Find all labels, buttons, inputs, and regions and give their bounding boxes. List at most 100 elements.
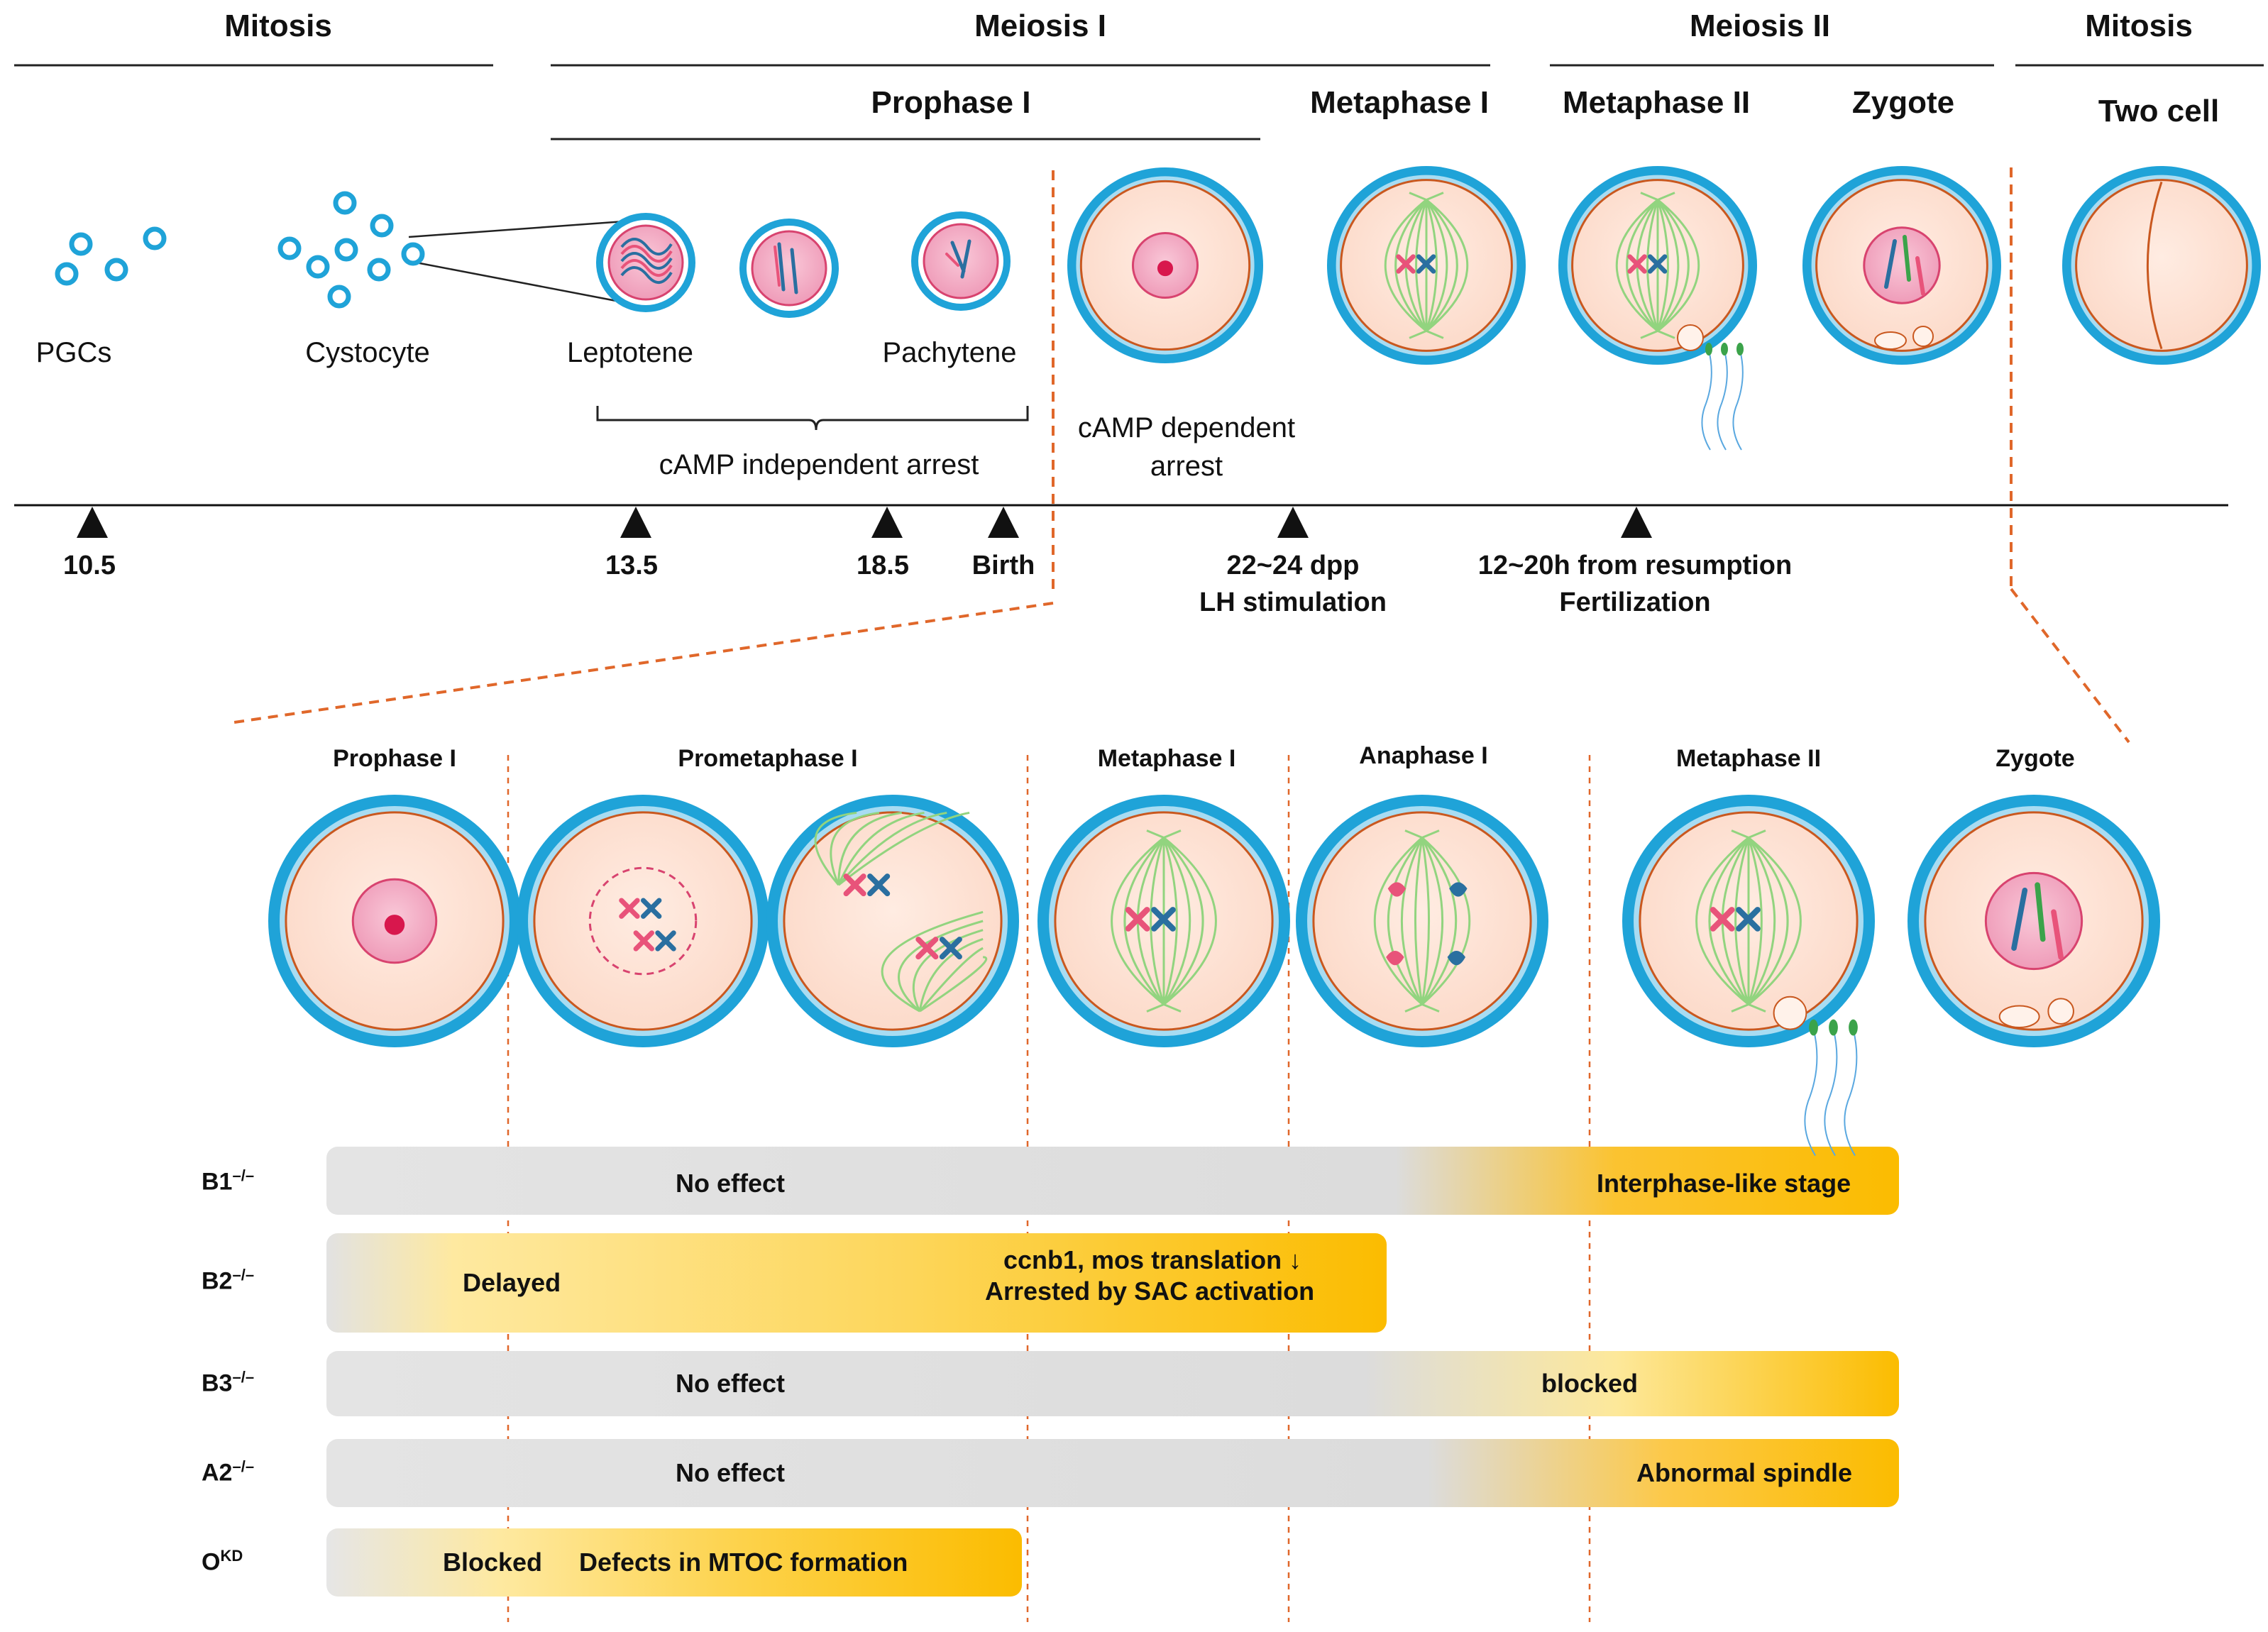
tick-label-fertilization: Fertilization bbox=[1559, 588, 1711, 617]
timeline-marker bbox=[620, 507, 651, 538]
cystocyte-cell bbox=[367, 258, 391, 282]
bar-b2-left-text: Delayed bbox=[463, 1268, 561, 1297]
spindle-fiber bbox=[918, 938, 984, 1012]
spindle-fiber bbox=[912, 929, 984, 1012]
spindle-fiber bbox=[837, 811, 947, 886]
spindle-fiber bbox=[1421, 837, 1444, 1005]
spindle-fiber bbox=[1615, 199, 1658, 332]
polar-body bbox=[1773, 996, 1807, 1030]
sperm-tail bbox=[1701, 350, 1712, 451]
chromosome bbox=[1387, 882, 1407, 897]
nucleus bbox=[751, 230, 827, 307]
subheader-two-cell: Two cell bbox=[2098, 94, 2220, 128]
spindle-fiber bbox=[837, 811, 925, 886]
timeline-marker bbox=[988, 507, 1019, 538]
bar-a2-right-text: Abnormal spindle bbox=[1636, 1458, 1853, 1487]
spindle-fiber bbox=[1162, 837, 1191, 1005]
note-camp-dependent-line2: arrest bbox=[1150, 451, 1223, 482]
timeline-marker bbox=[77, 507, 108, 538]
breaking-nuclear-envelope bbox=[588, 866, 698, 976]
metaphase-1-oocyte-top bbox=[1327, 166, 1526, 365]
chromosome bbox=[843, 873, 866, 897]
bar-a2 bbox=[326, 1439, 1899, 1507]
zygote-top bbox=[1802, 166, 2001, 365]
dashed-zoom-line bbox=[2010, 588, 2130, 744]
spindle-fiber bbox=[1414, 837, 1424, 1005]
chromosome bbox=[945, 253, 959, 267]
chromosome bbox=[2051, 909, 2064, 960]
note-camp-independent: cAMP independent arrest bbox=[659, 449, 979, 480]
label-pgcs: PGCs bbox=[35, 337, 112, 368]
cytoplasm bbox=[533, 811, 753, 1031]
chromosome bbox=[915, 937, 939, 960]
spindle-fiber bbox=[1426, 199, 1469, 332]
spindle-fiber bbox=[1387, 837, 1424, 1005]
spindle-fiber bbox=[814, 811, 857, 886]
tick-label-18-5: 18.5 bbox=[857, 551, 909, 580]
spindle-fiber bbox=[1384, 199, 1427, 332]
chromosome bbox=[1447, 950, 1466, 966]
spindle-fiber bbox=[1421, 837, 1458, 1005]
chromosome-thread bbox=[620, 259, 673, 277]
chromosome bbox=[777, 242, 798, 294]
chromosome bbox=[1396, 254, 1416, 274]
prophase-1-oocyte bbox=[268, 795, 521, 1047]
sperm-tail bbox=[1732, 350, 1744, 451]
chromosome bbox=[1627, 254, 1647, 274]
sperm-tail bbox=[1804, 1029, 1818, 1157]
polar-body bbox=[1912, 326, 1934, 347]
spindle-pole bbox=[1146, 829, 1182, 839]
blastomere-border bbox=[2146, 181, 2163, 350]
chromosome-thread bbox=[620, 245, 673, 263]
bar-b2-right-text-line1: ccnb1, mos translation ↓ bbox=[1003, 1245, 1302, 1274]
spindle-pole bbox=[1640, 329, 1675, 339]
metaphase-2-oocyte bbox=[1622, 795, 1875, 1157]
genotype-o: OKD bbox=[202, 1547, 243, 1576]
sperm-head bbox=[1809, 1019, 1818, 1036]
pgc-cell bbox=[55, 262, 79, 286]
bar-o bbox=[326, 1528, 1022, 1597]
spindle-fiber bbox=[837, 811, 970, 886]
timeline-marker bbox=[871, 507, 903, 538]
header-meiosis-2: Meiosis II bbox=[1689, 9, 1831, 43]
chromosome bbox=[1736, 907, 1761, 932]
polar-body bbox=[1998, 1005, 2040, 1029]
polar-body bbox=[1677, 324, 1704, 351]
chromosome bbox=[1915, 256, 1925, 296]
tick-label-22-24-dpp: 22~24 dpp bbox=[1226, 551, 1360, 580]
label-leptotene: Leptotene bbox=[567, 337, 693, 368]
spindle-fiber bbox=[881, 910, 984, 1013]
sperm-head bbox=[1705, 343, 1712, 355]
genotype-a2: A2–/– bbox=[202, 1457, 255, 1487]
spindle-fiber bbox=[1400, 837, 1424, 1005]
spindle-fiber bbox=[1162, 837, 1204, 1005]
chromosome-thread bbox=[620, 238, 673, 255]
spindle-fiber bbox=[1747, 837, 1789, 1005]
pgc-cell bbox=[69, 232, 93, 256]
chromosome-thread bbox=[620, 252, 673, 270]
chromosome bbox=[1449, 882, 1468, 897]
cytoplasm bbox=[2075, 179, 2248, 352]
spindle-fiber bbox=[919, 956, 988, 1013]
label-pachytene: Pachytene bbox=[882, 337, 1017, 368]
cystocyte-cell bbox=[333, 191, 357, 215]
subheader-metaphase-1: Metaphase I bbox=[1310, 85, 1489, 120]
bar-b2 bbox=[326, 1233, 1387, 1333]
chromosome bbox=[1884, 239, 1897, 289]
spindle-fiber bbox=[1421, 837, 1431, 1005]
bar-b3-left-text: No effect bbox=[676, 1369, 786, 1398]
bar-b1-right-text: Interphase-like stage bbox=[1597, 1169, 1851, 1198]
chromosome bbox=[655, 930, 676, 952]
camp-independent-bracket bbox=[596, 406, 1029, 431]
bar-b3-right-text: blocked bbox=[1541, 1369, 1639, 1398]
spindle-fiber bbox=[1150, 837, 1165, 1005]
header-meiosis-1: Meiosis I bbox=[974, 9, 1106, 43]
spindle-fiber bbox=[1123, 837, 1165, 1005]
sperm-head bbox=[1736, 343, 1744, 355]
tick-label-13-5: 13.5 bbox=[605, 551, 658, 580]
spindle-fiber bbox=[1425, 199, 1438, 331]
bar-o-left-text: Blocked bbox=[443, 1548, 543, 1577]
chromosome bbox=[633, 930, 654, 952]
metaphase-2-oocyte-top bbox=[1558, 166, 1757, 451]
